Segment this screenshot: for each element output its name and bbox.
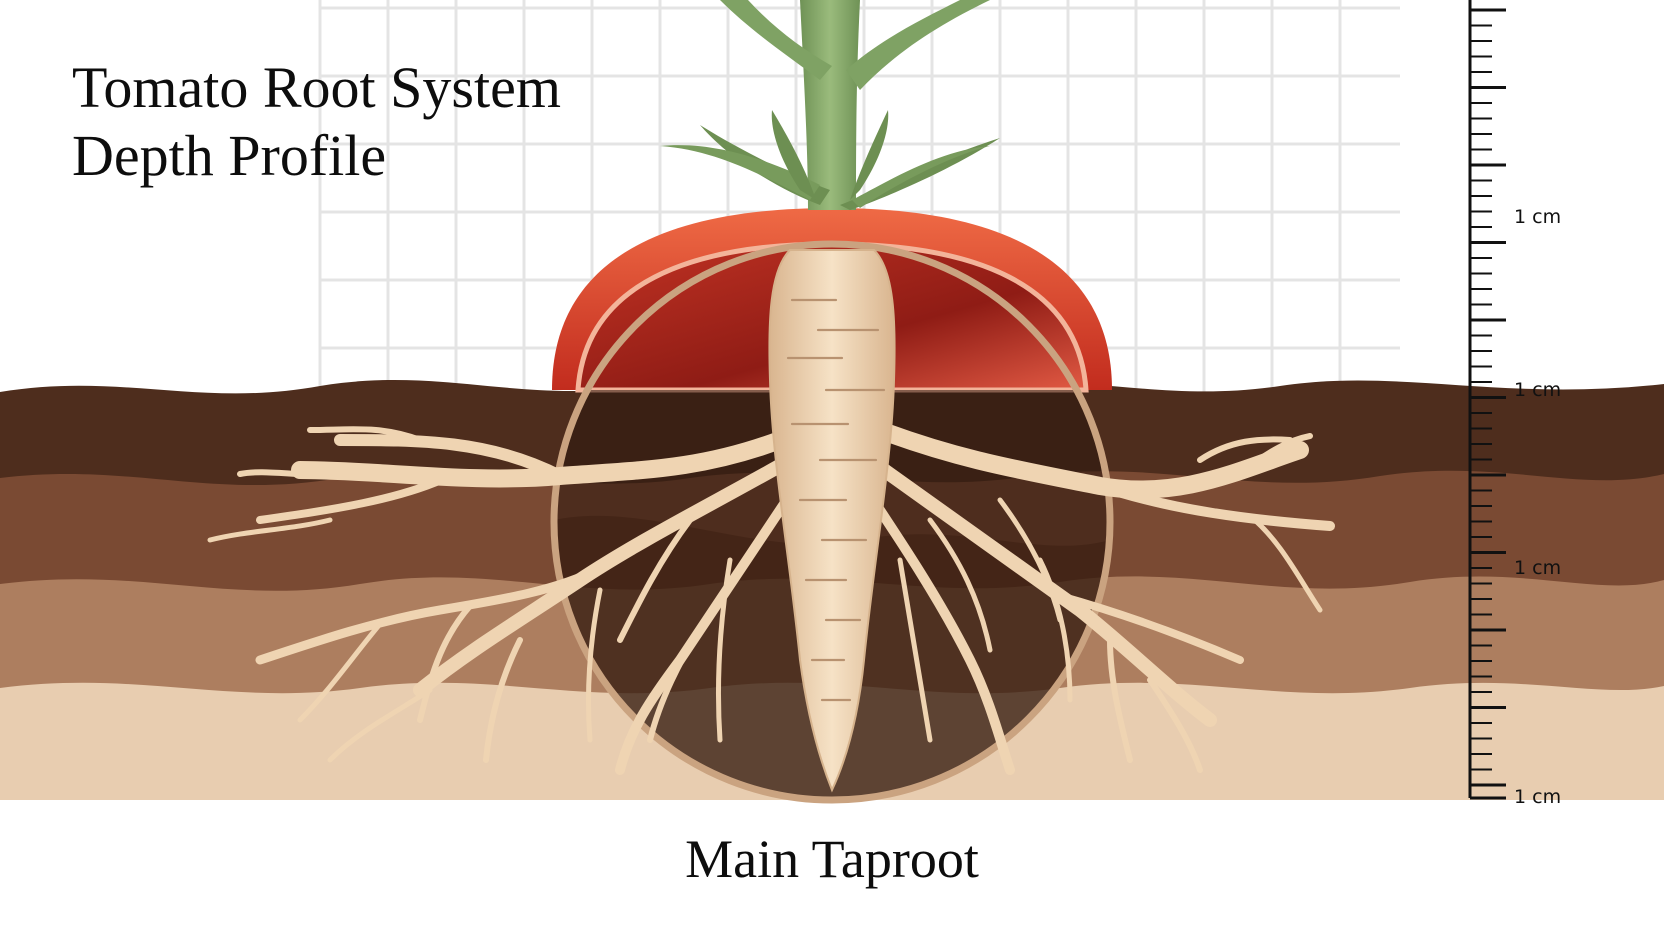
- main-taproot-caption: Main Taproot: [685, 829, 979, 889]
- ruler-label-1: 1 cm: [1514, 206, 1561, 228]
- ruler-label-2: 1 cm: [1514, 379, 1561, 401]
- ruler-label-3: 1 cm: [1514, 557, 1561, 579]
- sepal: [771, 110, 816, 200]
- sepal: [850, 110, 889, 200]
- ruler-ticks: [1470, 8, 1506, 787]
- lateral-roots-left: [207, 426, 805, 775]
- sepal: [660, 145, 820, 200]
- lateral-roots-right: [855, 421, 1335, 775]
- taproot-rings: [786, 298, 886, 702]
- ruler-label-4: 1 cm: [1514, 786, 1561, 808]
- sepal: [852, 146, 990, 208]
- depth-ruler: 1 cm 1 cm 1 cm 1 cm: [1468, 0, 1561, 808]
- title-line-1: Tomato Root System: [72, 55, 561, 120]
- tomato-stem: [660, 0, 1000, 210]
- main-taproot: [768, 249, 896, 793]
- title-line-2: Depth Profile: [72, 123, 387, 188]
- diagram-title: Tomato Root System Depth Profile: [72, 54, 561, 190]
